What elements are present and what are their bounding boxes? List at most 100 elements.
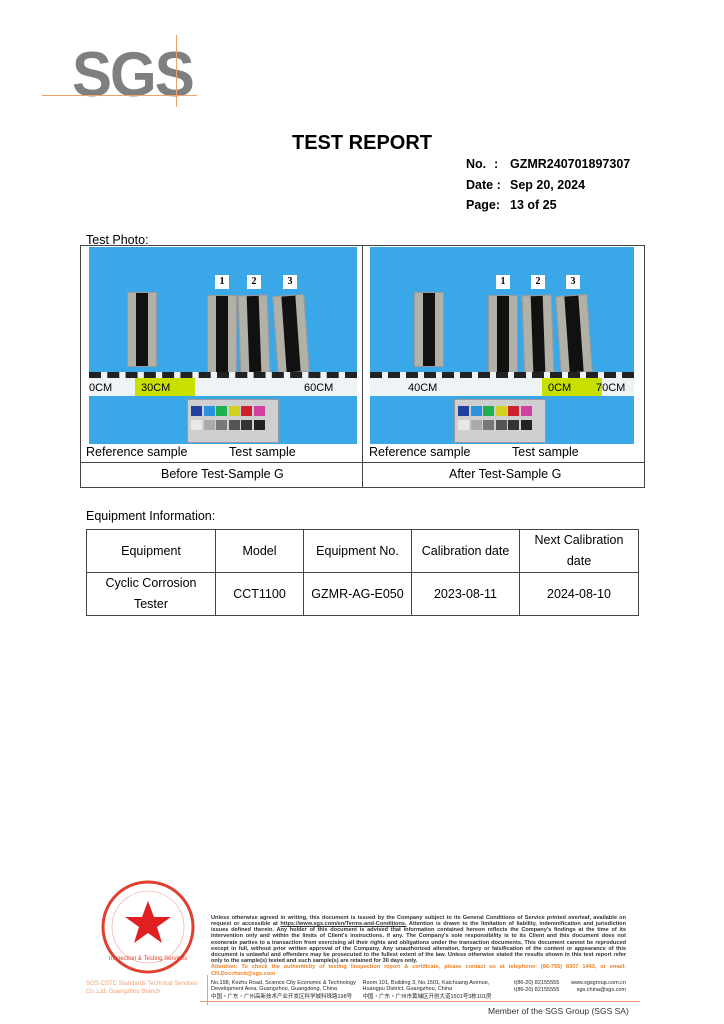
color-swatch: [228, 406, 240, 416]
contact-column: t(86-20) 82155555 www.sgsgroup.com.cn t(8…: [514, 980, 626, 1000]
color-swatch: [495, 406, 507, 416]
sgs-logo: SGS: [72, 39, 195, 110]
page-value: 13 of 25: [510, 198, 557, 212]
sample-number-tag: 3: [566, 275, 580, 289]
header-model: Model: [215, 529, 304, 573]
color-control-chart: [187, 399, 279, 443]
photo-caption: After Test-Sample G: [449, 467, 562, 481]
address-block: No.198, Kezhu Road, Science City Economi…: [211, 980, 626, 1000]
reference-sample-strip: [414, 292, 444, 367]
address-1-en: No.198, Kezhu Road, Science City Economi…: [211, 979, 356, 993]
cell-next-calibration: 2024-08-10: [519, 572, 639, 616]
gray-swatch: [228, 420, 240, 430]
cell-model: CCT1100: [215, 572, 304, 616]
header-calibration-date: Calibration date: [411, 529, 520, 573]
date-label: Date :: [466, 178, 501, 192]
gray-swatch: [216, 420, 227, 430]
color-swatch: [216, 406, 227, 416]
header-equipment: Equipment: [86, 529, 216, 573]
ruler-label: 0CM: [89, 382, 113, 394]
reference-sample-strip: [127, 292, 157, 367]
table-row: Cyclic Corrosion Tester CCT1100 GZMR-AG-…: [86, 572, 639, 616]
color-swatch: [253, 406, 265, 416]
ruler-label: 0CM: [548, 382, 572, 394]
contact-row-1: t(86-20) 82155555 www.sgsgroup.com.cn: [514, 980, 626, 986]
color-swatch: [483, 406, 494, 416]
test-photo-label: Test Photo:: [86, 233, 149, 247]
disclaimer-pre: Unless otherwise agreed in writing, this…: [211, 914, 626, 927]
equipment-info-label: Equipment Information:: [86, 509, 216, 523]
cell-calibration-date: 2023-08-11: [411, 572, 520, 616]
address-2-cn: 中国・广东・广州市黄埔区开创大道1501号3栋101房: [362, 993, 492, 1000]
footer: Unless otherwise agreed in writing, this…: [211, 915, 626, 1000]
gray-swatch: [458, 420, 469, 430]
color-swatch: [191, 406, 202, 416]
page-label: Page:: [466, 198, 501, 212]
tel-2: t(86-20) 82155555: [514, 987, 560, 994]
test-sample-strip: [488, 295, 518, 373]
color-control-chart: [454, 399, 546, 443]
logo-rule-vertical: [176, 35, 177, 107]
company-seal: Inspection & Testing Services: [101, 880, 195, 974]
colon: :: [494, 157, 499, 171]
color-swatch: [470, 406, 482, 416]
web-2[interactable]: sgs.china@sgs.com: [576, 987, 626, 994]
ruler-label: 70CM: [596, 382, 626, 394]
report-title: TEST REPORT: [291, 132, 432, 154]
test-sample-label: Test sample: [512, 445, 579, 459]
color-swatch: [203, 406, 215, 416]
color-swatch: [458, 406, 469, 416]
company-name: SGS-CSTC Standards Technical Services Co…: [86, 981, 198, 995]
sgs-member-text: Member of the SGS Group (SGS SA): [488, 1006, 629, 1016]
ruler-label: 30CM: [141, 382, 171, 394]
sample-number-tag: 2: [531, 275, 545, 289]
gray-swatch: [483, 420, 494, 430]
sample-number-tag: 1: [496, 275, 510, 289]
report-no-label: No.: [466, 157, 487, 171]
test-sample-label: Test sample: [229, 445, 296, 459]
test-sample-strip: [237, 294, 271, 374]
gray-swatch: [495, 420, 507, 430]
seal-text: Inspection & Testing Services: [109, 956, 187, 962]
gray-swatch: [191, 420, 202, 430]
web-1[interactable]: www.sgsgroup.com.cn: [570, 979, 626, 986]
header-equipment-no: Equipment No.: [303, 529, 412, 573]
sample-number-tag: 2: [247, 275, 261, 289]
cell-equipment-no: GZMR-AG-E050: [303, 572, 412, 616]
address-1: No.198, Kezhu Road, Science City Economi…: [211, 980, 357, 1000]
star-icon: [125, 901, 171, 943]
table-header-row: Equipment Model Equipment No. Calibratio…: [86, 529, 639, 573]
footer-rule-vertical: [207, 975, 208, 1005]
test-sample-strip: [207, 295, 237, 373]
header-next-calibration: Next Calibration date: [519, 529, 639, 573]
gray-swatch: [470, 420, 482, 430]
logo-rule-horizontal: [42, 95, 197, 96]
terms-link[interactable]: https://www.sgs.com/en/Terms-and-Conditi…: [280, 920, 407, 927]
address-2: Room 101, Building 3, No.1501, Kaichuang…: [363, 980, 509, 1000]
equipment-table: Equipment Model Equipment No. Calibratio…: [86, 529, 639, 616]
gray-swatch: [253, 420, 265, 430]
attention-notice: Attention: To check the authenticity of …: [211, 964, 626, 977]
disclaimer: Unless otherwise agreed in writing, this…: [211, 915, 626, 977]
footer-rule: [200, 1001, 640, 1002]
test-sample-strip: [521, 294, 555, 374]
disclaimer-post: Attention is drawn to the limitation of …: [211, 920, 626, 965]
address-1-cn: 中国・广东・广州高新技术产业开发区科学城科珠路198号: [211, 993, 353, 1000]
sample-number-tag: 3: [283, 275, 297, 289]
ruler-label: 60CM: [304, 382, 334, 394]
report-no-value: GZMR240701897307: [510, 157, 631, 171]
color-swatch: [520, 406, 532, 416]
tel-1: t(86-20) 82155555: [514, 979, 560, 986]
photo-divider: [362, 246, 363, 487]
gray-swatch: [203, 420, 215, 430]
reference-sample-label: Reference sample: [86, 445, 188, 459]
gray-swatch: [241, 420, 252, 430]
measuring-ruler: 0CM 30CM 60CM: [89, 372, 357, 396]
caption-divider: [81, 462, 644, 463]
color-swatch: [241, 406, 252, 416]
address-2-en: Room 101, Building 3, No.1501, Kaichuang…: [362, 979, 490, 993]
date-value: Sep 20, 2024: [510, 178, 586, 192]
